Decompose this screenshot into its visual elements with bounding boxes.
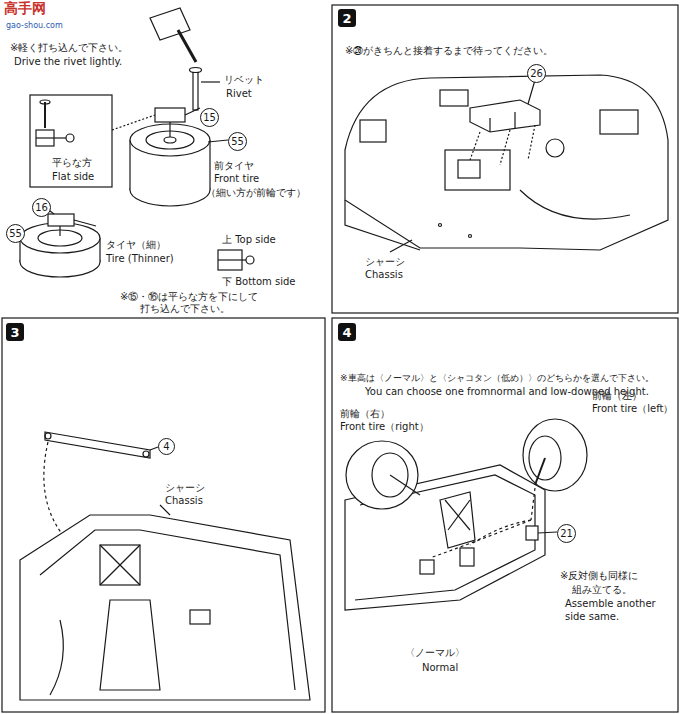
annotation-text: Front tire（right）: [340, 421, 429, 433]
chassis-body: [345, 75, 668, 252]
callout-text: 4: [163, 442, 169, 452]
step-number: 4: [338, 323, 356, 341]
annotation-text: Normal: [422, 662, 458, 674]
annotation-text: 平らな方: [52, 157, 92, 169]
annotation-text: （細い方が前輪です）: [206, 187, 306, 199]
callout-text: 21: [560, 529, 573, 539]
annotation-text: 〈ノーマル〉: [405, 647, 465, 659]
chassis-underside: [20, 505, 310, 700]
annotation-text: シャーシ: [365, 256, 405, 268]
flat-side-inset: [30, 95, 155, 187]
side-part: [218, 250, 254, 270]
callout-number: 55: [228, 132, 247, 151]
annotation-text: 下 Bottom side: [222, 276, 296, 288]
callout-text: 55: [231, 137, 244, 147]
callout-number: 21: [557, 524, 576, 543]
annotation-text: リベット: [224, 74, 264, 86]
annotation-text: タイヤ（細）: [106, 239, 166, 251]
callout-text: 16: [35, 203, 48, 213]
annotation-text: side same.: [565, 611, 619, 623]
rivet: [190, 68, 221, 111]
annotation-text: 上 Top side: [222, 234, 276, 246]
front-tire-left: [430, 419, 587, 558]
annotation-text: Rivet: [226, 88, 252, 100]
part-26: [470, 80, 540, 165]
callout-number: 4: [158, 438, 175, 455]
callout-number: 55: [6, 224, 25, 243]
annotation-text: ※反対側も同様に: [560, 570, 638, 582]
watermark: 高手网: [4, 2, 46, 14]
annotation-text: ※⑮・⑯は平らな方を下にして: [120, 291, 258, 303]
annotation-text: 前輪（左）: [592, 390, 642, 402]
front-tire-right: [346, 441, 420, 509]
panel-frame: [332, 318, 678, 712]
callout-text: 2: [342, 11, 351, 26]
callout-text: 15: [203, 113, 216, 123]
annotation-text: シャーシ: [165, 482, 205, 494]
annotation-text: Chassis: [365, 269, 403, 281]
annotation-text: ※車高は〈ノーマル〉と〈シャコタン（低め）〉のどちらかを選んで下さい。: [340, 372, 654, 384]
callout-text: 55: [9, 229, 22, 239]
annotation-text: Chassis: [165, 495, 203, 507]
annotation-text: Assemble another: [565, 598, 656, 610]
annotation-text: 前輪（右）: [340, 408, 390, 420]
callout-text: 4: [342, 325, 351, 340]
annotation-text: Flat side: [52, 171, 94, 183]
hammer: [150, 8, 196, 62]
callout-number: 26: [527, 64, 546, 83]
annotation-text: 組み立てる。: [572, 584, 632, 596]
panel-frame: [332, 5, 678, 313]
annotation-text: 前タイヤ: [214, 160, 254, 172]
annotation-text: Tire (Thinner): [106, 253, 174, 265]
thinner-tire: [20, 208, 100, 277]
annotation-text: Front tire: [214, 173, 259, 185]
annotation-text: 打ち込んで下さい。: [140, 303, 230, 315]
callout-number: 16: [32, 198, 51, 217]
step-number: 2: [338, 9, 356, 27]
annotation-text: Front tire（left）: [592, 403, 673, 415]
callout-number: 15: [200, 108, 219, 127]
panel-frame: [2, 318, 325, 712]
annotation-text: ※㉖がきちんと接着するまで待ってください。: [345, 45, 553, 57]
callout-text: 26: [530, 69, 543, 79]
annotation-text: Drive the rivet lightly.: [14, 56, 122, 68]
callout-text: 3: [10, 325, 19, 340]
watermark: gao-shou.com: [6, 20, 63, 32]
step-number: 3: [6, 323, 24, 341]
annotation-text: ※軽く打ち込んで下さい。: [10, 42, 128, 54]
